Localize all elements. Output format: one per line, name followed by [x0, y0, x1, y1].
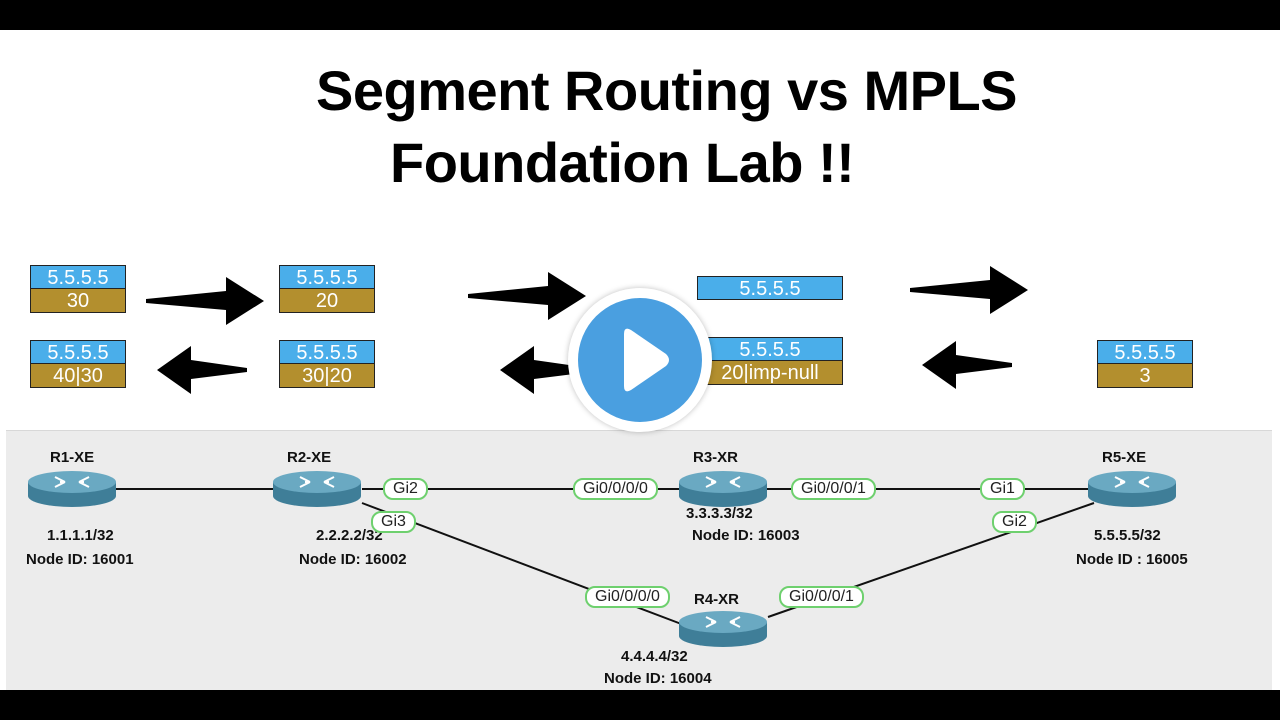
label-box: 30|20 [279, 364, 375, 388]
node-id-r5: Node ID : 16005 [1076, 551, 1188, 568]
router-icon[interactable] [1087, 470, 1177, 510]
router-icon[interactable] [27, 470, 117, 510]
loopback-r1: 1.1.1.1/32 [47, 527, 114, 544]
node-id-r1: Node ID: 16001 [26, 551, 134, 568]
prefix-box: 5.5.5.5 [279, 340, 375, 364]
loopback-r4: 4.4.4.4/32 [621, 648, 688, 665]
arrow-left-icon [922, 341, 1012, 389]
arrow-right-icon [468, 272, 586, 320]
prefix-box: 5.5.5.5 [1097, 340, 1193, 364]
router-name-r4: R4-XR [694, 591, 740, 608]
label-box: 40|30 [30, 364, 126, 388]
play-button[interactable] [568, 288, 712, 432]
iface-r3-gi0001: Gi0/0/0/1 [791, 478, 876, 500]
node-id-r3: Node ID: 16003 [692, 527, 800, 544]
iface-r2-gi2: Gi2 [383, 478, 428, 500]
video-frame: Segment Routing vs MPLS Foundation Lab !… [0, 30, 1280, 690]
play-icon [624, 328, 669, 392]
iface-r5-gi2: Gi2 [992, 511, 1037, 533]
title-line-2: Foundation Lab !! [390, 131, 855, 194]
label-box: 20|imp-null [697, 361, 843, 385]
router-name-r3: R3-XR [693, 449, 739, 466]
router-name-r2: R2-XE [287, 449, 332, 466]
label-stack-r1-in: 5.5.5.5 40|30 [30, 340, 126, 388]
prefix-box: 5.5.5.5 [30, 340, 126, 364]
title-line-1: Segment Routing vs MPLS [316, 59, 1018, 122]
label-stack-r2-out: 5.5.5.5 20 [279, 265, 375, 313]
iface-r4-gi0001: Gi0/0/0/1 [779, 586, 864, 608]
label-stack-r1-out: 5.5.5.5 30 [30, 265, 126, 313]
label-stack-r2-in: 5.5.5.5 30|20 [279, 340, 375, 388]
arrow-left-icon [157, 346, 247, 394]
arrow-right-icon [910, 266, 1028, 314]
loopback-r3: 3.3.3.3/32 [686, 505, 753, 522]
label-stack-r3-out: 5.5.5.5 [697, 276, 843, 300]
label-stack-r5-in: 5.5.5.5 3 [1097, 340, 1193, 388]
label-box: 3 [1097, 364, 1193, 388]
iface-r2-gi3: Gi3 [371, 511, 416, 533]
router-icon[interactable] [678, 610, 768, 650]
arrow-left-icon [500, 346, 590, 394]
router-name-r5: R5-XE [1102, 449, 1147, 466]
node-id-r2: Node ID: 16002 [299, 551, 407, 568]
iface-r5-gi1: Gi1 [980, 478, 1025, 500]
prefix-box: 5.5.5.5 [30, 265, 126, 289]
prefix-box: 5.5.5.5 [697, 276, 843, 300]
node-id-r4: Node ID: 16004 [604, 670, 712, 687]
label-box: 30 [30, 289, 126, 313]
router-icon[interactable] [272, 470, 362, 510]
loopback-r5: 5.5.5.5/32 [1094, 527, 1161, 544]
router-name-r1: R1-XE [50, 449, 95, 466]
label-stack-r3-in: 5.5.5.5 20|imp-null [697, 337, 843, 385]
label-box: 20 [279, 289, 375, 313]
loopback-r2: 2.2.2.2/32 [316, 527, 383, 544]
prefix-box: 5.5.5.5 [279, 265, 375, 289]
iface-r4-gi0000: Gi0/0/0/0 [585, 586, 670, 608]
prefix-box: 5.5.5.5 [697, 337, 843, 361]
router-icon[interactable] [678, 470, 768, 510]
iface-r3-gi0000: Gi0/0/0/0 [573, 478, 658, 500]
arrow-right-icon [146, 277, 264, 325]
